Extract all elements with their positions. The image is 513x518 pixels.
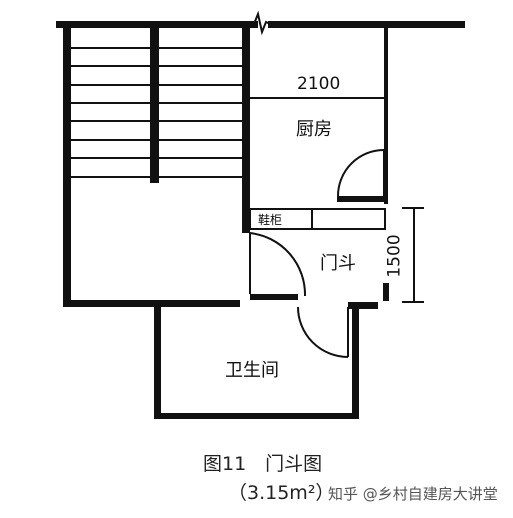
shoe-cabinet-label: 鞋柜: [258, 213, 283, 227]
kitchen-left-wall: [242, 28, 250, 233]
top-wall: [268, 21, 465, 28]
shoe-cabinet: [249, 208, 386, 230]
bathroom-label: 卫生间: [225, 360, 279, 381]
figure-caption: 图11 门斗图: [203, 453, 323, 475]
right-wall-stub: [383, 283, 389, 301]
wall-break-mark: [253, 10, 271, 36]
vestibule-label: 门斗: [320, 253, 356, 274]
bathroom-bottom-wall: [154, 413, 359, 419]
outer-left-wall: [63, 21, 71, 307]
vestibule-bottom-wall: [348, 302, 378, 309]
kitchen-bottom-wall: [337, 196, 388, 202]
right-wall: [384, 28, 388, 204]
figure-area: （3.15m²）: [228, 482, 335, 504]
vestibule-depth-dimension: 1500: [384, 234, 405, 278]
watermark: 知乎 @乡村自建房大讲堂: [328, 485, 498, 503]
vestibule-door-swing: [249, 232, 307, 297]
stair-middle-wall: [150, 28, 159, 183]
kitchen-door-swing: [337, 149, 385, 197]
bathroom-door-swing: [297, 306, 349, 358]
kitchen-label: 厨房: [296, 119, 332, 140]
top-wall: [56, 21, 258, 28]
bathroom-left-wall: [154, 307, 161, 419]
vestibule-bottom-wall: [250, 294, 298, 300]
bathroom-right-wall: [352, 307, 359, 419]
kitchen-width-dimension: 2100: [297, 74, 341, 94]
lower-wall: [63, 300, 240, 307]
